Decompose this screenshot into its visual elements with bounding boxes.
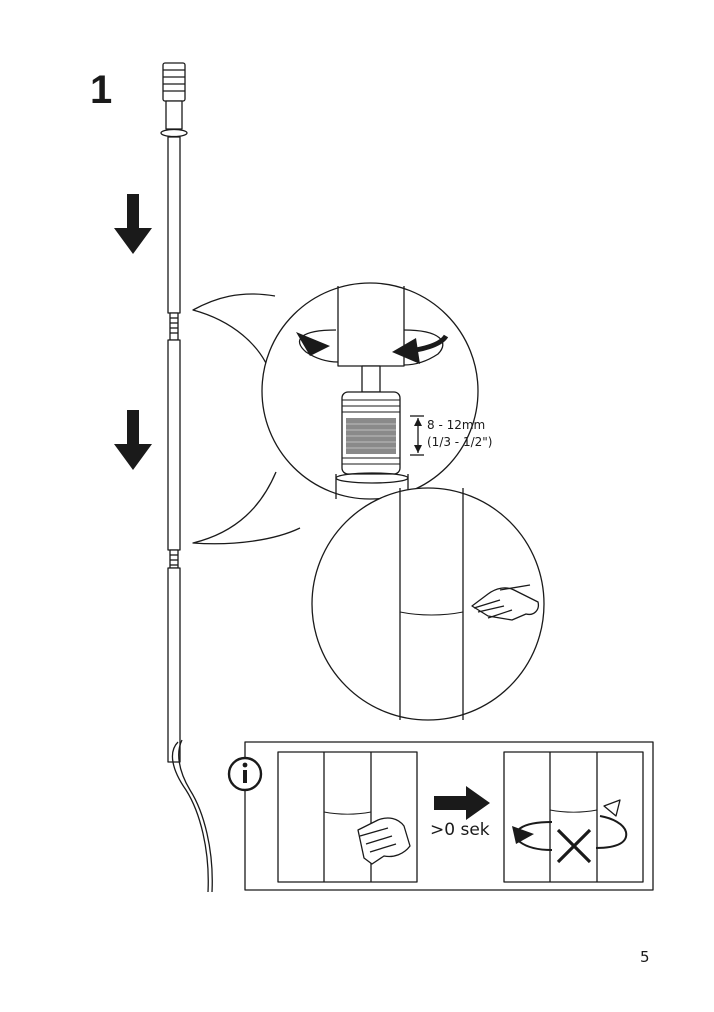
down-arrow-icon	[114, 410, 152, 470]
down-arrow-icon	[114, 194, 152, 254]
thread-length-mm: 8 - 12mm	[427, 418, 486, 432]
cross-icon	[556, 828, 592, 864]
zoom-callout-thread	[192, 282, 479, 545]
rotate-arrow-icon	[512, 826, 534, 844]
pole-thread-1	[169, 312, 179, 341]
pole-thread-2	[169, 549, 179, 569]
pointing-hand-icon	[471, 584, 540, 621]
info-icon	[227, 756, 263, 792]
duration-label: >0 sek	[430, 820, 490, 840]
lamp-pole	[160, 62, 213, 893]
info-box	[227, 741, 654, 891]
pointing-hand-icon	[357, 817, 411, 865]
thread-length-label: 8 - 12mm (1/3 - 1/2")	[427, 417, 492, 451]
dimension-marker	[410, 415, 424, 456]
step-number: 1	[90, 68, 113, 112]
power-cable	[171, 741, 209, 893]
right-arrow-icon	[434, 786, 490, 820]
lamp-socket	[160, 62, 188, 138]
info-panel-no-rotate	[503, 751, 644, 883]
rotate-arrow-icon	[296, 332, 330, 356]
pole-tube-top	[167, 136, 181, 314]
pole-tube-bottom	[167, 567, 181, 763]
rotate-arrow-icon	[603, 799, 621, 817]
pole-tube-middle	[167, 339, 181, 551]
info-panel-touch	[277, 751, 418, 883]
page-number: 5	[640, 948, 650, 966]
zoom-callout-tighten	[311, 487, 545, 721]
thread-length-inch: (1/3 - 1/2")	[427, 435, 493, 449]
